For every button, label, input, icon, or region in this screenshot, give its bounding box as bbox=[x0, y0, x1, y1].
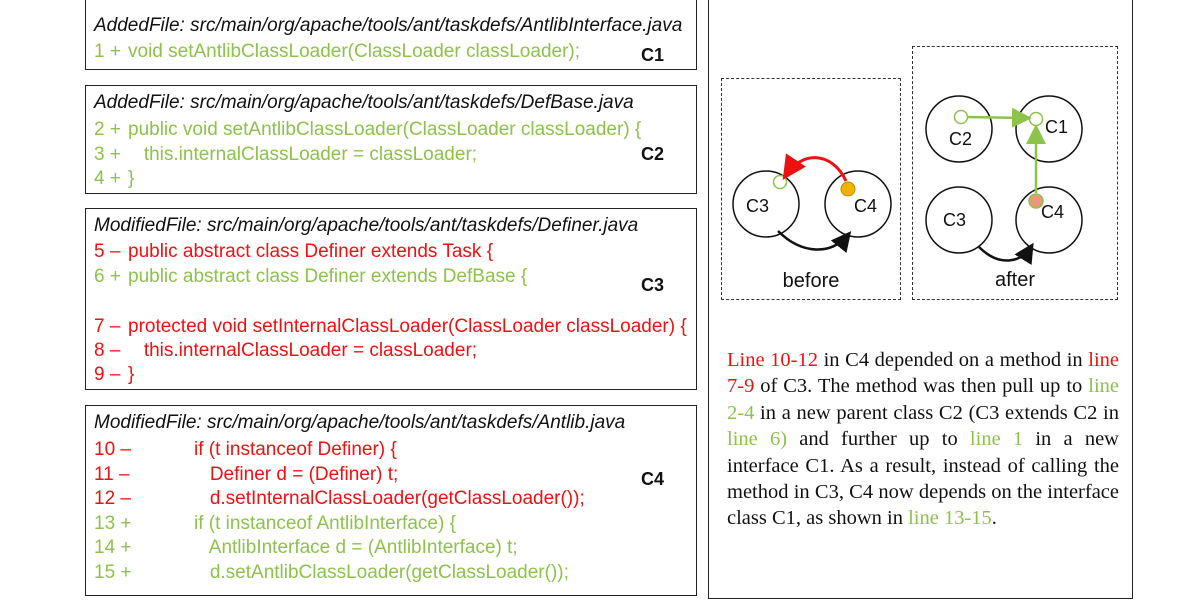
node-c4 bbox=[824, 170, 892, 238]
line-text: public abstract class Definer extends De… bbox=[128, 266, 528, 287]
edge-c3-c4-black bbox=[777, 230, 852, 253]
code-line-3: 3 + this.internalClassLoader = classLoad… bbox=[94, 144, 477, 166]
code-line-2: 2 + public void setAntlibClassLoader(Clas… bbox=[94, 119, 641, 141]
ref-line-6: line 6) bbox=[727, 428, 788, 451]
line-number: 7 – bbox=[94, 316, 121, 337]
line-text: } bbox=[128, 168, 135, 189]
line-text: void setAntlibClassLoader(ClassLoader cl… bbox=[128, 41, 581, 62]
ref-line-13-15: line 13-15 bbox=[908, 507, 992, 530]
code-box-c4: ModifiedFile: src/main/org/apache/tools/… bbox=[85, 405, 697, 596]
after-caption: after bbox=[994, 269, 1036, 291]
code-line-1: 1 + void setAntlibClassLoader(ClassLoader… bbox=[94, 41, 580, 63]
node-c3-after-label: C3 bbox=[943, 210, 966, 230]
node-c2 bbox=[925, 95, 993, 163]
code-box-c1: AddedFile: src/main/org/apache/tools/ant… bbox=[85, 0, 697, 70]
line-text: Definer d = (Definer) t; bbox=[194, 464, 399, 485]
text-segment: in C4 depended on a method in bbox=[818, 349, 1089, 371]
after-graph: C2 C1 C3 C4 bbox=[925, 95, 1083, 266]
code-box-c3: ModifiedFile: src/main/org/apache/tools/… bbox=[85, 208, 697, 390]
line-number: 5 – bbox=[94, 241, 121, 262]
line-text: protected void setInternalClassLoader(Cl… bbox=[128, 316, 687, 337]
class-tag-c2: C2 bbox=[641, 144, 665, 164]
line-number: 3 + bbox=[94, 144, 121, 165]
explanation-paragraph: Line 10-12 in C4 depended on a method in… bbox=[727, 347, 1119, 532]
code-line-10: 10 – if (t instanceof Definer) { bbox=[94, 439, 397, 461]
line-number: 6 + bbox=[94, 266, 121, 287]
class-tag-c1: C1 bbox=[641, 45, 665, 65]
ref-line-1: line 1 bbox=[969, 428, 1024, 451]
code-line-4: 4 +} bbox=[94, 168, 134, 190]
code-line-15: 15 + d.setAntlibClassLoader(getClassLoad… bbox=[94, 562, 569, 584]
line-text: d.setInternalClassLoader(getClassLoader(… bbox=[194, 488, 585, 509]
file-header-c4: ModifiedFile: src/main/org/apache/tools/… bbox=[94, 412, 626, 433]
port-c3 bbox=[772, 174, 788, 190]
explanation-panel bbox=[708, 0, 1133, 599]
code-line-6: 6 + public abstract class Definer extends… bbox=[94, 266, 527, 288]
ref-line-7-9: line 7-9 bbox=[727, 349, 1119, 398]
ref-line-2-4: line 2-4 bbox=[727, 375, 1119, 424]
node-c2-label: C2 bbox=[949, 129, 972, 149]
line-number: 14 + bbox=[94, 537, 132, 558]
edge-c3-c4-black bbox=[978, 242, 1034, 266]
code-line-9: 9 –} bbox=[94, 364, 134, 386]
text-segment: in a new interface C1. As a result, inst… bbox=[727, 428, 1119, 530]
node-c3-label: C3 bbox=[746, 196, 769, 216]
text-segment: of C3. The method was then pull up to bbox=[754, 375, 1089, 398]
line-text: d.setAntlibClassLoader(getClassLoader())… bbox=[194, 562, 569, 583]
line-number: 2 + bbox=[94, 119, 121, 140]
class-tag-c3: C3 bbox=[641, 275, 665, 295]
line-number: 11 – bbox=[94, 464, 130, 485]
line-text: public abstract class Definer extends Ta… bbox=[128, 241, 494, 262]
line-number: 12 – bbox=[94, 488, 131, 509]
node-c1 bbox=[1015, 95, 1083, 163]
code-line-13: 13 + if (t instanceof AntlibInterface) { bbox=[94, 513, 456, 535]
node-c3-after bbox=[925, 186, 993, 254]
line-text: if (t instanceof Definer) { bbox=[194, 439, 397, 460]
line-number: 4 + bbox=[94, 168, 121, 189]
line-text: } bbox=[128, 364, 135, 385]
node-c4-after bbox=[1015, 186, 1083, 254]
file-header-c2: AddedFile: src/main/org/apache/tools/ant… bbox=[94, 92, 634, 113]
line-text: this.internalClassLoader = classLoader; bbox=[128, 144, 478, 165]
line-number: 8 – bbox=[94, 340, 121, 361]
edge-c4-c3-red bbox=[782, 153, 848, 182]
file-header-c1: AddedFile: src/main/org/apache/tools/ant… bbox=[94, 15, 683, 36]
after-diagram: C2 C1 C3 C4 after bbox=[912, 46, 1118, 300]
line-number: 15 + bbox=[94, 562, 132, 583]
code-line-7: 7 – protected void setInternalClassLoader… bbox=[94, 316, 687, 338]
line-text: if (t instanceof AntlibInterface) { bbox=[194, 513, 456, 534]
node-c3 bbox=[732, 170, 800, 238]
line-number: 9 – bbox=[94, 364, 121, 385]
text-segment: . bbox=[991, 507, 997, 530]
node-c1-label: C1 bbox=[1045, 117, 1068, 137]
line-number: 1 + bbox=[94, 41, 121, 62]
code-line-5: 5 – public abstract class Definer extends… bbox=[94, 241, 493, 263]
before-graph: C3 C4 bbox=[732, 153, 892, 253]
line-text: AntlibInterface d = (AntlibInterface) t; bbox=[194, 537, 518, 558]
text-segment: and further up to bbox=[787, 428, 970, 451]
class-tag-c4: C4 bbox=[641, 469, 665, 489]
line-text: this.internalClassLoader = classLoader; bbox=[128, 340, 478, 361]
port-c4-after bbox=[1028, 193, 1044, 209]
before-caption: before bbox=[782, 270, 840, 292]
before-diagram: C3 C4 before bbox=[721, 78, 901, 300]
ref-line-10-12: Line 10-12 bbox=[727, 349, 818, 371]
port-c4 bbox=[840, 181, 856, 197]
node-c4-label: C4 bbox=[854, 196, 877, 216]
code-line-8: 8 – this.internalClassLoader = classLoad… bbox=[94, 340, 477, 362]
file-header-c3: ModifiedFile: src/main/org/apache/tools/… bbox=[94, 215, 639, 236]
line-number: 10 – bbox=[94, 439, 131, 460]
port-c1 bbox=[1028, 111, 1044, 127]
line-number: 13 + bbox=[94, 513, 132, 534]
node-c4-after-label: C4 bbox=[1041, 202, 1064, 222]
line-text: public void setAntlibClassLoader(ClassLo… bbox=[128, 119, 642, 140]
code-box-c2: AddedFile: src/main/org/apache/tools/ant… bbox=[85, 85, 697, 194]
code-line-14: 14 + AntlibInterface d = (AntlibInterfac… bbox=[94, 537, 518, 559]
edge-c2-c1 bbox=[967, 107, 1032, 128]
port-c2 bbox=[953, 109, 969, 125]
code-line-11: 11 – Definer d = (Definer) t; bbox=[94, 464, 398, 486]
text-segment: in a new parent class C2 (C3 extends C2 … bbox=[754, 401, 1119, 424]
code-line-12: 12 – d.setInternalClassLoader(getClassLo… bbox=[94, 488, 585, 510]
